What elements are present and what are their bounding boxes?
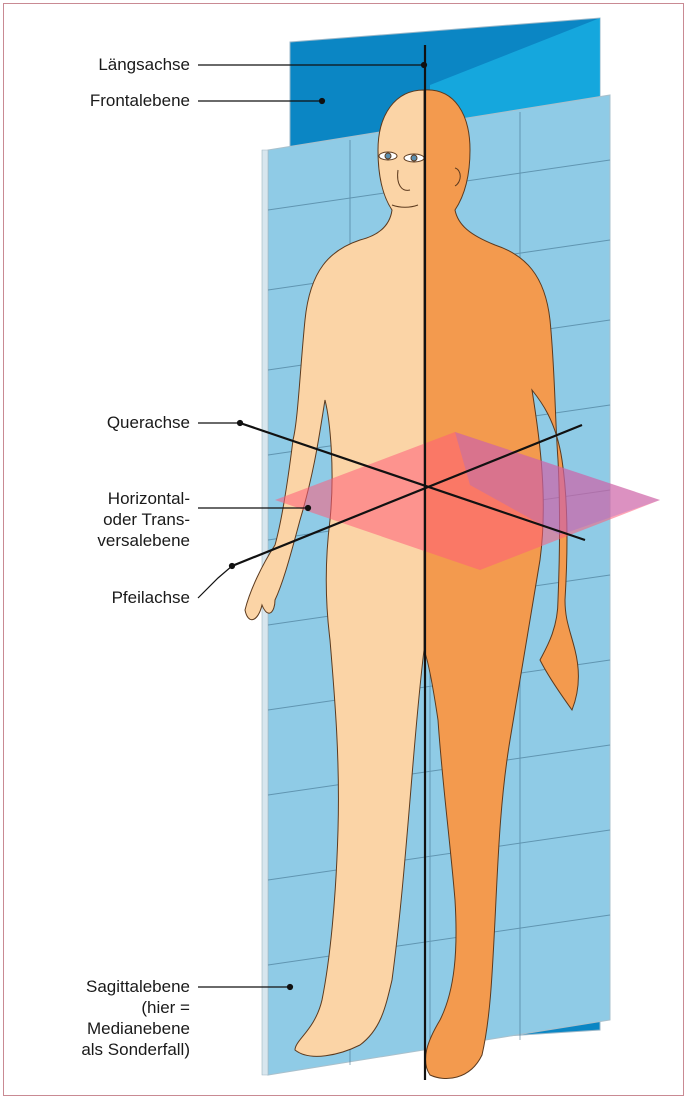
label-frontalebene: Frontalebene [40, 90, 190, 111]
label-sagittalebene: Sagittalebene (hier = Medianebene als So… [40, 976, 190, 1060]
label-pfeilachse: Pfeilachse [40, 587, 190, 608]
label-querachse: Querachse [40, 412, 190, 433]
label-horizontalebene: Horizontal- oder Trans- versalebene [40, 488, 190, 551]
label-laengsachse: Längsachse [40, 54, 190, 75]
